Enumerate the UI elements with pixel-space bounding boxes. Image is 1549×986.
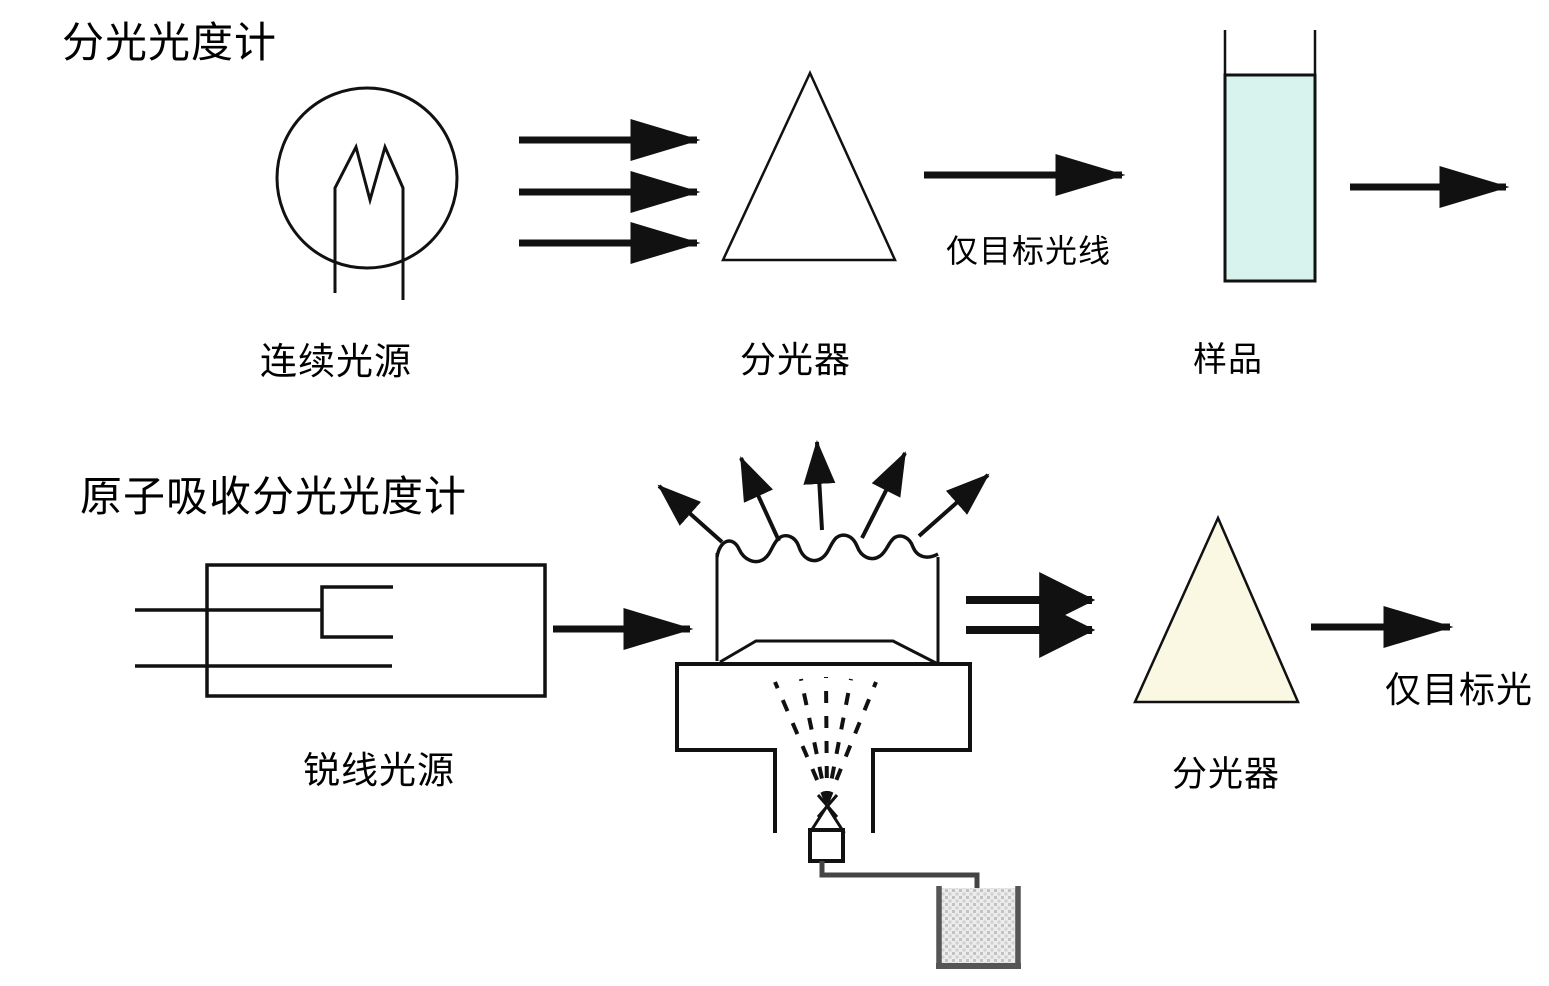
spray-dash-3 [824,676,829,804]
sharp-line-source-icon [135,563,547,698]
continuous-light-source-icon [275,86,459,300]
cuvette-liquid [1223,73,1317,283]
lamp-body [205,563,547,698]
spectrophotometer-title: 分光光度计 [62,18,277,67]
prism-top-shape [721,70,897,262]
emission-arrow-3 [803,440,836,531]
atomic-absorption-diagram: 原子吸收分光光度计 锐线光源 [80,440,1533,969]
prism-bottom-shape [1133,514,1300,704]
sample-label: 样品 [1193,340,1263,380]
continuous-light-source-label: 连续光源 [260,340,412,383]
burner-slot-trapezoid [719,639,937,665]
spray-dash-1 [773,681,829,804]
flame-wavy-top [715,533,939,564]
emission-arrow-1 [657,484,724,544]
target-light-label: 仅目标光 [1385,670,1533,711]
emission-arrow-4 [860,451,907,539]
spray-mist-dashes [773,676,878,804]
lamp-cathode-bracket [320,585,393,639]
bulb-filament [333,142,405,300]
sharp-line-source-label: 锐线光源 [303,749,455,792]
flame-burner-icon [657,440,1021,969]
target-beam-label: 仅目标光线 [946,232,1111,270]
flame-emission-arrows [657,440,990,544]
spray-dash-2 [799,678,829,804]
transmitted-beam-arrows [966,572,1096,658]
emission-arrow-5 [917,473,990,538]
prism-top-label: 分光器 [740,340,851,381]
continuous-beam-arrows [519,119,701,264]
bulb-circle [275,86,459,270]
emission-arrow-2 [739,456,781,542]
burner-body [675,662,972,833]
sample-solution-fill [941,888,1016,967]
spectrophotometer-diagram: 分光光度计 连续光源 分光器 仅目标光线 样品 [62,18,1510,383]
spray-dash-4 [825,678,853,804]
prism-bottom-label: 分光器 [1172,755,1280,795]
nebulizer-body [808,828,845,863]
sample-solution-container [936,886,1021,969]
atomic-absorption-title: 原子吸收分光光度计 [80,472,467,521]
sample-cuvette-icon [1223,30,1317,283]
spray-dash-5 [825,681,878,804]
